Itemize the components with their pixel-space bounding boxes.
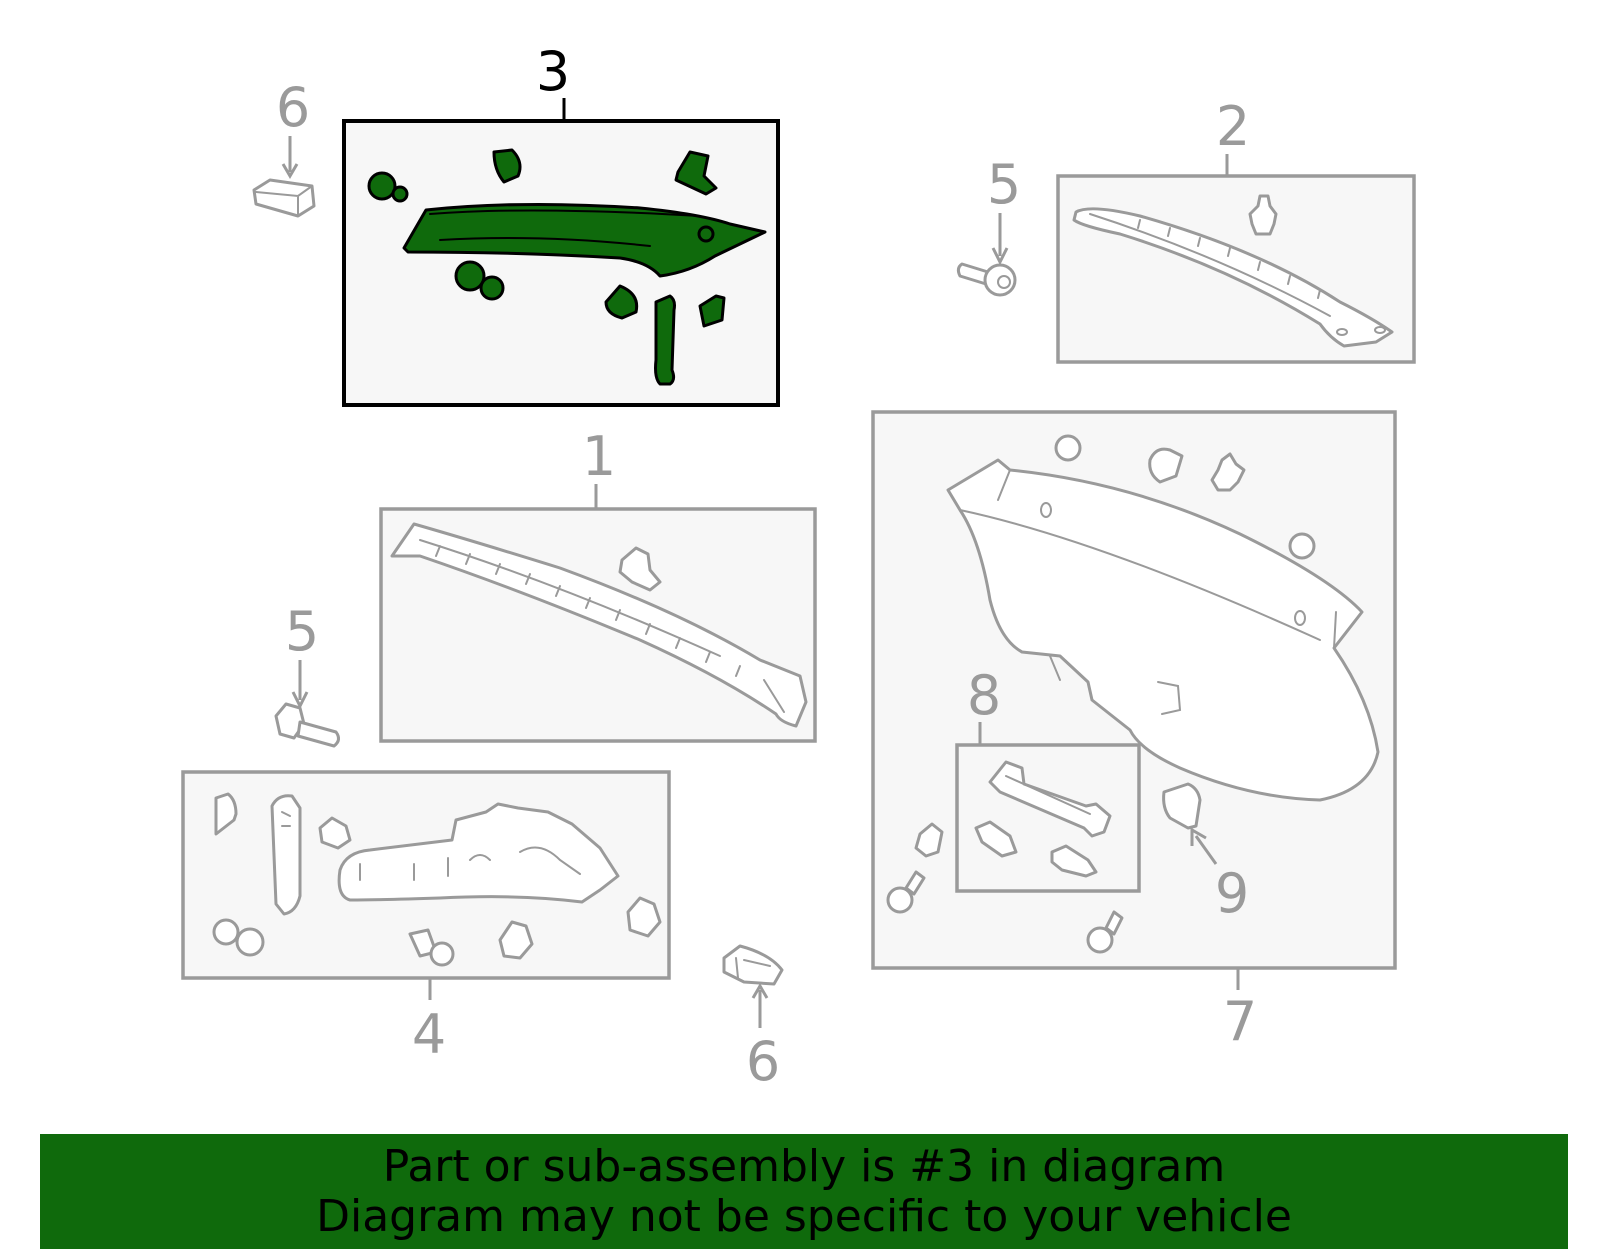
group-4[interactable]: 4 <box>181 770 671 1066</box>
arrowhead-5-left <box>291 691 309 710</box>
part-4-grommet[interactable] <box>318 816 352 850</box>
part-4-strip-detail <box>281 811 291 827</box>
part-2-hole-a <box>1336 328 1348 336</box>
part-3-small-clip[interactable] <box>698 294 726 328</box>
arrowhead-5-top <box>991 247 1009 266</box>
part-7-screw-bottom[interactable] <box>1086 910 1124 954</box>
group-2[interactable]: 2 <box>1056 95 1416 364</box>
part-8-handle-detail <box>1005 775 1091 815</box>
group-6-bottom[interactable]: 6 <box>722 944 784 1093</box>
part-1-retainer-clip[interactable] <box>618 546 662 592</box>
group-1[interactable]: 1 <box>379 425 817 743</box>
part-3-clip-top-right[interactable] <box>674 150 718 196</box>
callout-2: 2 <box>1216 95 1250 158</box>
part-4-trim-detail <box>359 846 581 881</box>
arrowhead-6-top <box>281 163 299 179</box>
part-5-screw-shank-left <box>296 720 341 748</box>
part-6-clip-top[interactable] <box>252 178 316 218</box>
callout-3: 3 <box>536 40 570 103</box>
group-6-top[interactable]: 6 <box>252 76 316 218</box>
part-5-screw-top[interactable] <box>956 262 990 286</box>
part-3-vertical-strip[interactable] <box>654 294 676 386</box>
part-8-cover-a[interactable] <box>974 820 1018 858</box>
group-9[interactable]: 9 <box>1162 782 1250 925</box>
part-9-cover-cap[interactable] <box>1162 782 1202 830</box>
callout-6-top: 6 <box>276 76 310 139</box>
part-6-clip-top-detail <box>255 185 313 217</box>
part-7-handle-recess <box>1157 681 1182 715</box>
banner-line-2: Diagram may not be specific to your vehi… <box>316 1191 1292 1242</box>
part-8-cover-b[interactable] <box>1050 844 1098 878</box>
callout-6-bottom: 6 <box>746 1030 780 1093</box>
part-4-small-tab[interactable] <box>214 792 238 836</box>
group-5-left[interactable]: 5 <box>274 600 341 748</box>
group-3[interactable]: 3 <box>342 40 780 407</box>
part-6-clip-bottom-detail <box>735 957 771 979</box>
part-6-clip-bottom[interactable] <box>722 944 784 986</box>
part-3-grommet-lower[interactable] <box>604 284 639 320</box>
part-7-door-trim-panel[interactable] <box>946 458 1380 802</box>
banner-line-1: Part or sub-assembly is #3 in diagram <box>382 1141 1226 1192</box>
part-7-hole-a <box>1040 502 1052 518</box>
callout-5-left: 5 <box>285 600 319 663</box>
part-3-panel-hole <box>697 225 715 243</box>
part-7-screw-left[interactable] <box>886 870 926 914</box>
part-2-trim-detail <box>1089 213 1331 317</box>
part-7-grommet-a[interactable] <box>1054 434 1082 462</box>
part-7-panel-detail <box>959 469 1337 681</box>
callout-5-top: 5 <box>987 153 1021 216</box>
info-banner: Part or sub-assembly is #3 in diagram Di… <box>40 1134 1568 1249</box>
part-8-pull-handle[interactable] <box>988 760 1112 838</box>
part-7-hole-b <box>1294 610 1306 626</box>
box-3 <box>342 119 780 407</box>
part-4-clip-center[interactable] <box>498 920 534 960</box>
part-3-grommet-top[interactable] <box>492 148 522 184</box>
callout-7: 7 <box>1223 990 1257 1053</box>
part-7-push-clip[interactable] <box>1210 452 1246 492</box>
group-7[interactable]: 7 <box>871 410 1397 1053</box>
part-3-push-clip-lower[interactable] <box>454 260 505 301</box>
callout-9: 9 <box>1215 862 1249 925</box>
part-4-vertical-strip[interactable] <box>270 794 302 916</box>
part-2-push-clip[interactable] <box>1248 194 1278 236</box>
part-4-bolt-head <box>429 941 455 967</box>
callout-8: 8 <box>967 664 1001 727</box>
arrowhead-6-bottom <box>751 983 769 999</box>
part-2-hole-b <box>1374 326 1386 334</box>
part-3-push-clip-left[interactable] <box>367 171 409 203</box>
group-5-top[interactable]: 5 <box>956 153 1021 297</box>
group-8[interactable]: 8 <box>955 664 1141 893</box>
box-8 <box>955 743 1141 893</box>
part-3-trim-detail <box>429 209 701 247</box>
part-4-clip-right[interactable] <box>626 896 662 938</box>
part-7-grommet-b[interactable] <box>1148 447 1184 484</box>
part-7-cap[interactable] <box>914 822 944 858</box>
part-2-trim-strip[interactable] <box>1072 207 1394 348</box>
part-5-screw-recess-top <box>997 275 1011 289</box>
callout-1: 1 <box>582 425 616 488</box>
part-7-grommet-c[interactable] <box>1288 532 1316 560</box>
leader-9 <box>1194 835 1218 865</box>
arrowhead-9 <box>1190 827 1207 846</box>
callout-4: 4 <box>412 1003 446 1066</box>
part-4-screw-left[interactable] <box>212 918 265 957</box>
part-1-trim-detail <box>419 539 785 713</box>
part-4-quarter-trim[interactable] <box>337 802 620 904</box>
